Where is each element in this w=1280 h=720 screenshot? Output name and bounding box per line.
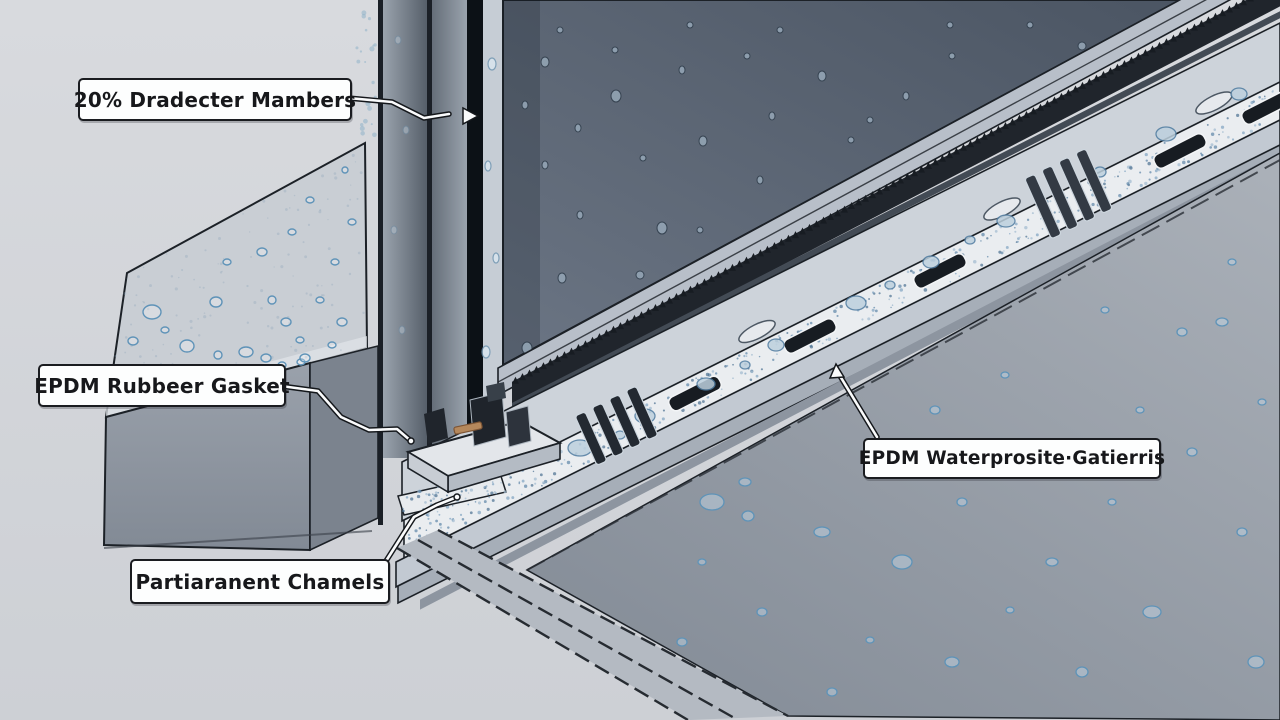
plinth-top-band [395, 119, 1280, 589]
callout-text: Partiaranent Chamels [135, 569, 385, 594]
weep-slot [1152, 132, 1208, 170]
sill-plate [397, 382, 563, 516]
gasket-rib [592, 403, 624, 457]
gasket-rib [1058, 157, 1096, 222]
weep-slot [782, 317, 838, 355]
gasket-rib [1024, 174, 1062, 239]
callout-text: EPDM Waterprosite·Gatierris [858, 448, 1166, 469]
glazing-groove [467, 0, 483, 448]
frame-dark-line [427, 0, 432, 456]
seam-band [420, 152, 1280, 610]
gasket-rib [1075, 148, 1113, 214]
gasket-rib [575, 411, 607, 466]
frame-inner-strip [432, 0, 467, 452]
leader-drafter-members-arrow [462, 106, 480, 126]
sill-assembly [395, 0, 1280, 610]
callout-epdm-waterproof-gaskets: EPDM Waterprosite·Gatierris [859, 438, 1165, 479]
gasket-rib [626, 386, 658, 440]
weep-slot [1240, 88, 1280, 126]
floor-plane [396, 152, 1280, 720]
glass-edge-strip [483, 0, 503, 446]
wall-void-line [378, 0, 383, 525]
callout-text: 20% Dradecter Mambers [73, 87, 357, 112]
gasket-rib-clamps [575, 148, 1113, 466]
callout-epdm-rubber-gasket: EPDM Rubbeer Gasket [34, 364, 290, 407]
leader-lines [278, 95, 880, 564]
callout-drainage-channels: Partiaranent Chamels [130, 559, 390, 604]
callout-text: EPDM Rubbeer Gasket [34, 373, 290, 398]
gasket-rib [609, 394, 641, 449]
copper-pin [453, 421, 483, 435]
leader-waterproof-gaskets-arrow [828, 362, 846, 379]
gasket-rib [1041, 165, 1079, 231]
callout-drafter-members: 20% Dradecter Mambers [74, 78, 356, 121]
frame-outer-strip [383, 0, 427, 458]
serration-band [512, 0, 1280, 406]
